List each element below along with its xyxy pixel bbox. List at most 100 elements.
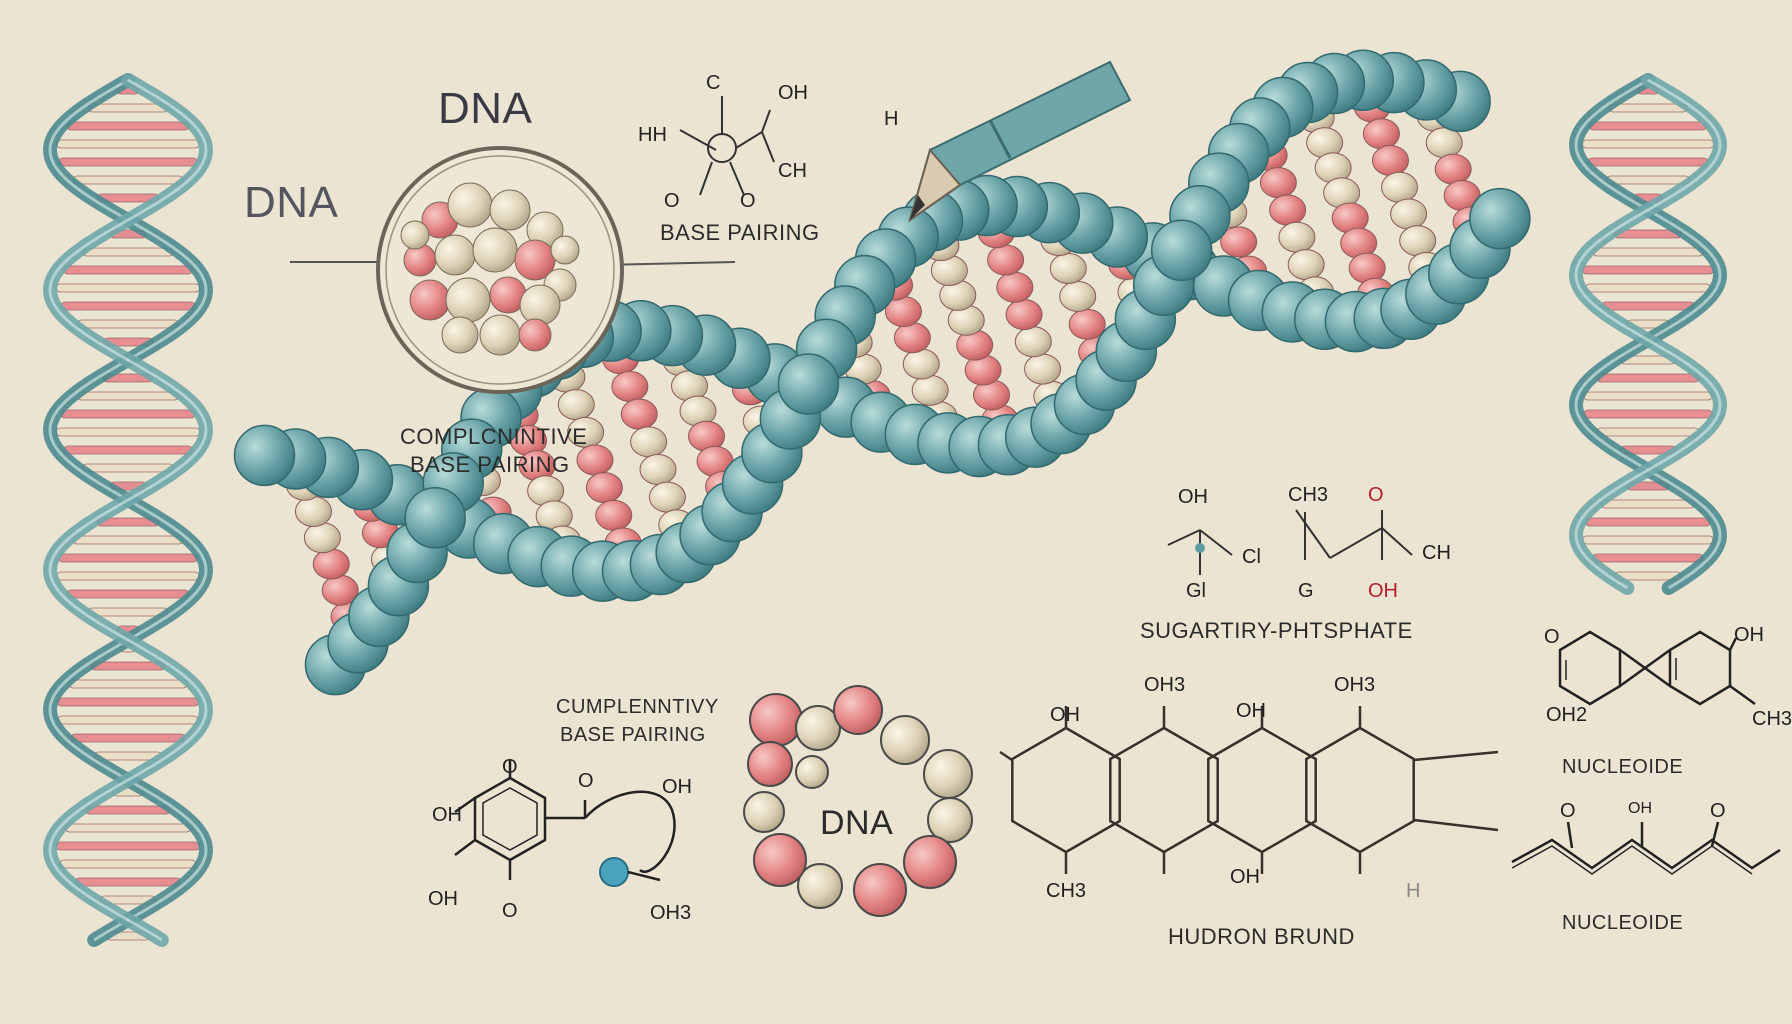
base-pair-rung xyxy=(60,409,196,419)
nucleotide-ball xyxy=(749,693,803,747)
benzene-ring xyxy=(454,760,676,887)
base-pair-rung xyxy=(1587,157,1709,167)
nucleotide-structure xyxy=(1511,630,1781,875)
base-bead xyxy=(911,374,949,406)
chem-ring-oh2: OH xyxy=(428,888,458,910)
base-pair-rung xyxy=(55,841,201,851)
chem-ring-o2: O xyxy=(578,770,594,792)
dna-title-top: DNA xyxy=(438,84,533,133)
base-bead xyxy=(303,522,341,554)
base-pair-rung xyxy=(1592,553,1704,563)
base-pair-rung xyxy=(82,247,174,257)
chem-mid-oh-red: OH xyxy=(1368,580,1398,602)
dna-ring-label: DNA xyxy=(820,804,894,842)
base-bead xyxy=(585,472,623,504)
chem-ring-o3: O xyxy=(502,900,518,922)
nucleotide-ball xyxy=(927,797,973,843)
base-pair-rung xyxy=(56,697,200,707)
base-bead xyxy=(648,481,686,513)
base-pair-rung xyxy=(1600,499,1696,509)
chem-chain-oh: OH xyxy=(1628,800,1652,817)
chem-bottom-oh3-a: OH3 xyxy=(1144,674,1186,696)
bond-line xyxy=(1413,750,1499,762)
hydrogen-bond-label: HUDRON BRUND xyxy=(1168,924,1355,949)
base-bead xyxy=(1371,145,1409,177)
base-bead xyxy=(1059,280,1097,312)
base-pair-rung xyxy=(63,445,193,455)
chem-ring-oh-right: OH xyxy=(662,776,692,798)
atom-ball xyxy=(519,284,561,326)
base-pair-rung xyxy=(87,607,169,617)
chem-mid-gl: Gl xyxy=(1186,580,1206,602)
base-bead xyxy=(1399,225,1437,257)
atom-ball xyxy=(434,234,476,276)
base-pair-rung xyxy=(1585,517,1711,527)
base-bead xyxy=(1024,353,1062,385)
base-bead xyxy=(630,426,668,458)
base-pair-rung xyxy=(1582,265,1714,275)
atom-ball xyxy=(518,318,552,352)
chem-ring-oh1: OH xyxy=(432,804,462,826)
chem-chain-o1: O xyxy=(1560,800,1576,822)
strand-highlight xyxy=(1574,78,1722,590)
nucleotide-ball xyxy=(903,835,957,889)
base-bead xyxy=(1278,221,1316,253)
nucleotide-ball xyxy=(795,755,829,789)
hexagon-ring xyxy=(1305,726,1415,854)
base-pair-rung xyxy=(60,301,196,311)
dna-helix-right xyxy=(1568,73,1728,595)
atom-ball xyxy=(441,316,479,354)
atom-ball xyxy=(479,314,521,356)
base-pair-rung xyxy=(1592,247,1704,257)
chem-mid-cl: Cl xyxy=(1242,546,1261,568)
base-bead xyxy=(1068,308,1106,340)
base-bead xyxy=(1362,118,1400,150)
base-bead xyxy=(1434,153,1472,185)
base-bead xyxy=(639,453,677,485)
base-bead xyxy=(987,244,1025,276)
base-pairing-label: BASE PAIRING xyxy=(660,220,820,245)
atom-ball xyxy=(400,220,430,250)
base-pair-rung xyxy=(55,283,201,293)
backbone-bead xyxy=(777,353,840,415)
nucleotide-ball xyxy=(833,685,883,735)
nucleotide-ball xyxy=(747,741,793,787)
chem-top-o2: O xyxy=(740,190,756,212)
base-pair-rung xyxy=(58,553,198,563)
base-pair-rung xyxy=(77,319,179,329)
bond-line xyxy=(999,750,1013,762)
backbone-bead xyxy=(1469,187,1531,250)
chem-mid-ch3: CH3 xyxy=(1288,484,1329,506)
backbone-bead xyxy=(233,424,296,487)
sugar-phosphate-structure xyxy=(1167,509,1413,575)
base-bead xyxy=(1287,249,1325,281)
base-bead xyxy=(557,389,595,421)
base-pair-rung xyxy=(55,427,201,437)
nucleotide-ball xyxy=(923,749,973,799)
base-pair-rung xyxy=(72,535,184,545)
strand-highlight xyxy=(48,78,208,942)
atom-ball xyxy=(550,235,580,265)
backbone-bead xyxy=(1150,219,1213,282)
chem-top-hh: HH xyxy=(638,124,667,146)
base-bead xyxy=(1259,167,1297,199)
chem-top-o1: O xyxy=(664,190,680,212)
base-pair-rung xyxy=(74,877,182,887)
base-pair-rung xyxy=(59,859,197,869)
base-pair-rung xyxy=(56,571,200,581)
chem-right-oh: OH xyxy=(1734,624,1764,646)
chem-ring-oh3: OH3 xyxy=(650,902,692,924)
base-pair-rung xyxy=(1583,391,1713,401)
base-pair-rung xyxy=(84,805,172,815)
base-bead xyxy=(294,496,332,528)
complementary-label-lower: CUMPLENNTIVY xyxy=(556,696,719,718)
base-bead xyxy=(1425,127,1463,159)
atom-ball xyxy=(403,243,437,277)
base-pair-rung xyxy=(1596,427,1700,437)
base-pair-rung xyxy=(1583,409,1713,419)
base-bead xyxy=(996,271,1034,303)
base-bead xyxy=(1390,198,1428,230)
base-bead xyxy=(1269,194,1307,226)
nucleotide-ball xyxy=(743,791,785,833)
chem-bottom-h: H xyxy=(1406,880,1421,902)
